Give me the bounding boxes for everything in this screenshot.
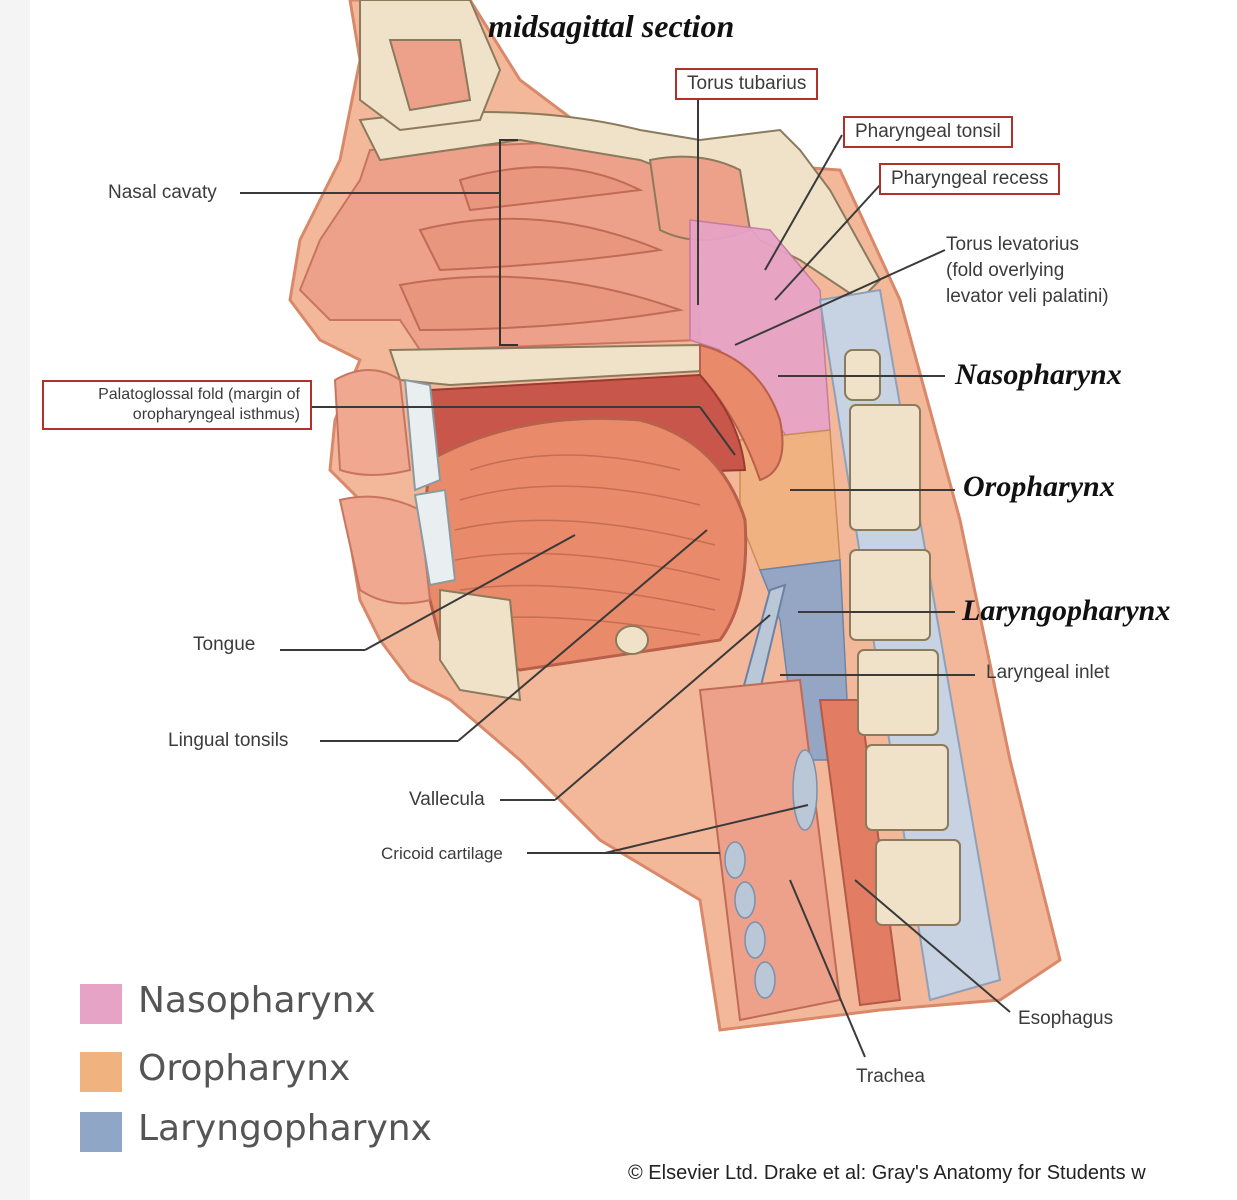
label-laryngeal-inlet: Laryngeal inlet — [986, 662, 1110, 683]
label-torus-levatorius: Torus levatorius (fold overlying levator… — [946, 234, 1109, 307]
label-pharyngeal-recess: Pharyngeal recess — [879, 163, 1061, 195]
label-cricoid-cartilage: Cricoid cartilage — [381, 844, 503, 863]
copyright-notice: © Elsevier Ltd. Drake et al: Gray's Anat… — [628, 1162, 1146, 1184]
mandible — [439, 588, 522, 702]
label-pharyngeal-tonsil: Pharyngeal tonsil — [843, 116, 1013, 148]
legend-swatch-oropharynx — [80, 1052, 122, 1092]
nasal-cavity-bracket — [499, 139, 518, 346]
label-palatoglossal-fold-line1: Palatoglossal fold (margin of — [98, 386, 300, 403]
label-palatoglossal-fold: Palatoglossal fold (margin of oropharyng… — [42, 380, 312, 430]
label-trachea: Trachea — [856, 1066, 925, 1087]
lower-lip — [338, 495, 432, 605]
upper-lip — [333, 369, 412, 476]
legend-label-laryngopharynx: Laryngopharynx — [138, 1108, 432, 1149]
legend-swatch-nasopharynx — [80, 984, 122, 1024]
frontal-sinus — [388, 39, 472, 112]
region-label-nasopharynx: Nasopharynx — [955, 358, 1122, 391]
esophagus-tube — [818, 699, 902, 1007]
label-esophagus: Esophagus — [1018, 1008, 1114, 1029]
label-nasal-cavity: Nasal cavaty — [108, 182, 217, 203]
label-palatoglossal-fold-line2: oropharyngeal isthmus) — [132, 406, 300, 423]
tracheal-rings — [724, 749, 818, 999]
hard-palate — [388, 343, 722, 387]
region-label-laryngopharynx: Laryngopharynx — [962, 594, 1171, 627]
nasal-concha-superior — [458, 166, 644, 212]
label-torus-tubarius: Torus tubarius — [675, 68, 819, 100]
legend-swatch-laryngopharynx — [80, 1112, 122, 1152]
soft-palate — [699, 343, 784, 482]
label-tongue: Tongue — [193, 634, 256, 655]
label-vallecula: Vallecula — [409, 789, 485, 810]
lower-incisor — [413, 488, 457, 587]
page-edge — [0, 0, 30, 1200]
hyoid-bone — [615, 625, 649, 655]
legend-label-nasopharynx: Nasopharynx — [138, 980, 376, 1021]
vertebral-column — [818, 288, 1002, 1002]
nasal-concha-middle — [418, 217, 664, 272]
label-lingual-tonsils: Lingual tonsils — [168, 730, 289, 751]
region-label-oropharynx: Oropharynx — [963, 470, 1115, 503]
legend-label-oropharynx: Oropharynx — [138, 1048, 351, 1089]
nasal-concha-inferior — [398, 275, 684, 332]
leader-lines — [240, 100, 1011, 1058]
figure-title: midsagittal section — [488, 8, 735, 44]
